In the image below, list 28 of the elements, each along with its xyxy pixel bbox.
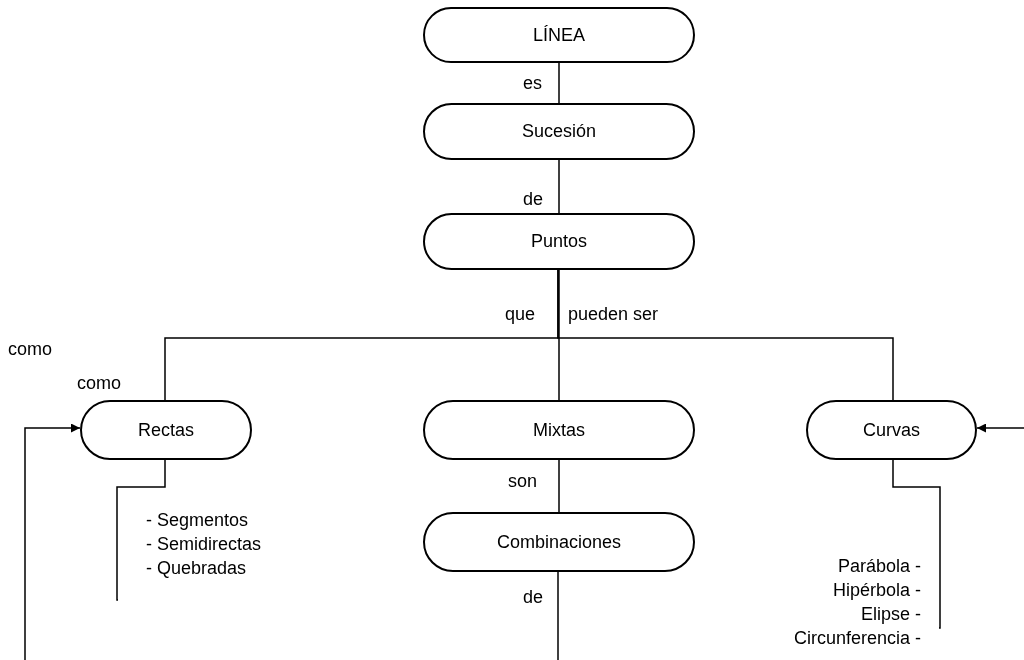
connector-label: pueden ser <box>568 303 659 325</box>
connector-label: como <box>8 338 52 360</box>
connector-line <box>558 62 560 104</box>
connector-line <box>557 269 894 401</box>
list-item: - Quebradas <box>146 557 247 580</box>
connector-line <box>557 571 559 660</box>
rounded-box: Curvas <box>806 400 977 460</box>
connector-label: como <box>77 372 121 394</box>
arrow <box>976 423 1024 433</box>
list-item: Elipse - <box>860 603 921 626</box>
list-item: - Segmentos <box>146 509 249 532</box>
list-item: Parábola - <box>837 555 921 578</box>
connector-line <box>558 269 560 401</box>
connector-line <box>558 459 560 513</box>
list-item: Circunferencia - <box>793 627 921 650</box>
rounded-box: Combinaciones <box>423 512 695 572</box>
connector-line <box>892 459 941 629</box>
connector-label: que <box>505 303 536 325</box>
rounded-box: Mixtas <box>423 400 695 460</box>
connector-line <box>116 459 166 601</box>
rounded-box: Puntos <box>423 213 695 270</box>
rounded-box: Rectas <box>80 400 252 460</box>
list-item: - Semidirectas <box>146 533 262 556</box>
list-item: Hipérbola - <box>832 579 921 602</box>
rounded-box: Sucesión <box>423 103 695 160</box>
arrow <box>24 423 81 660</box>
connector-line <box>558 159 560 214</box>
rounded-box: LÍNEA <box>423 7 695 63</box>
